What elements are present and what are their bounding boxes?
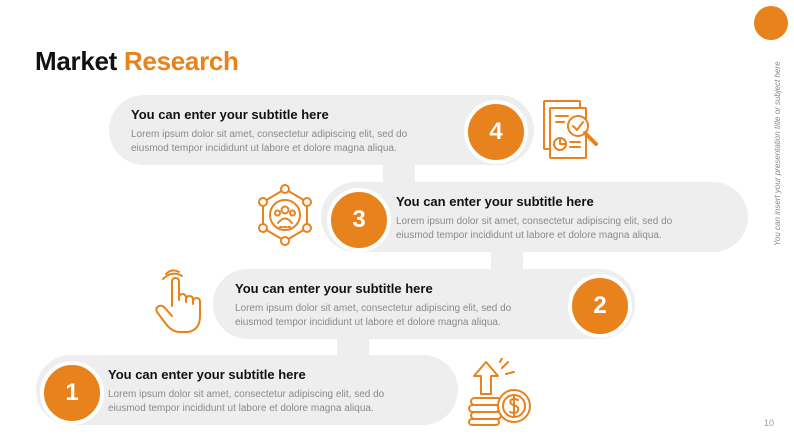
step-2-body-line1: Lorem ipsum dolor sit amet, consectetur … (235, 303, 512, 314)
page-title: Market Research (35, 46, 239, 77)
step-2-title: You can enter your subtitle here (235, 281, 433, 296)
step-3-body-line2: eiusmod tempor incididunt ut labore et d… (396, 230, 662, 241)
step-3-body-line1: Lorem ipsum dolor sit amet, consectetur … (396, 216, 673, 227)
step-3-title: You can enter your subtitle here (396, 194, 594, 209)
step-3-number-badge: 3 (327, 188, 391, 252)
step-4-title: You can enter your subtitle here (131, 107, 329, 122)
step-2-body-line2: eiusmod tempor incididunt ut labore et d… (235, 317, 501, 328)
corner-accent-dot (754, 6, 788, 40)
title-word-research: Research (123, 46, 239, 76)
step-4-body-line2: eiusmod tempor incididunt ut labore et d… (131, 143, 397, 154)
step-1-title: You can enter your subtitle here (108, 367, 306, 382)
step-4-card (109, 95, 534, 165)
page-number: 10 (764, 418, 775, 428)
side-note: You can insert your presentation title o… (773, 61, 782, 246)
pointing-hand-icon (155, 269, 201, 333)
step-2-card (213, 269, 635, 339)
network-people-icon (258, 184, 312, 246)
step-1-card (36, 355, 458, 425)
step-2-number-badge: 2 (568, 274, 632, 338)
step-4-body-line1: Lorem ipsum dolor sit amet, consectetur … (131, 129, 408, 140)
step-4-number-badge: 4 (464, 100, 528, 164)
step-1-body-line1: Lorem ipsum dolor sit amet, consectetur … (108, 389, 385, 400)
step-3-card (321, 182, 748, 252)
step-1-body-line2: eiusmod tempor incididunt ut labore et d… (108, 403, 374, 414)
step-1-number-badge: 1 (40, 361, 104, 425)
money-growth-icon (468, 358, 531, 426)
document-search-icon (543, 100, 598, 159)
title-word-market: Market (35, 46, 118, 76)
